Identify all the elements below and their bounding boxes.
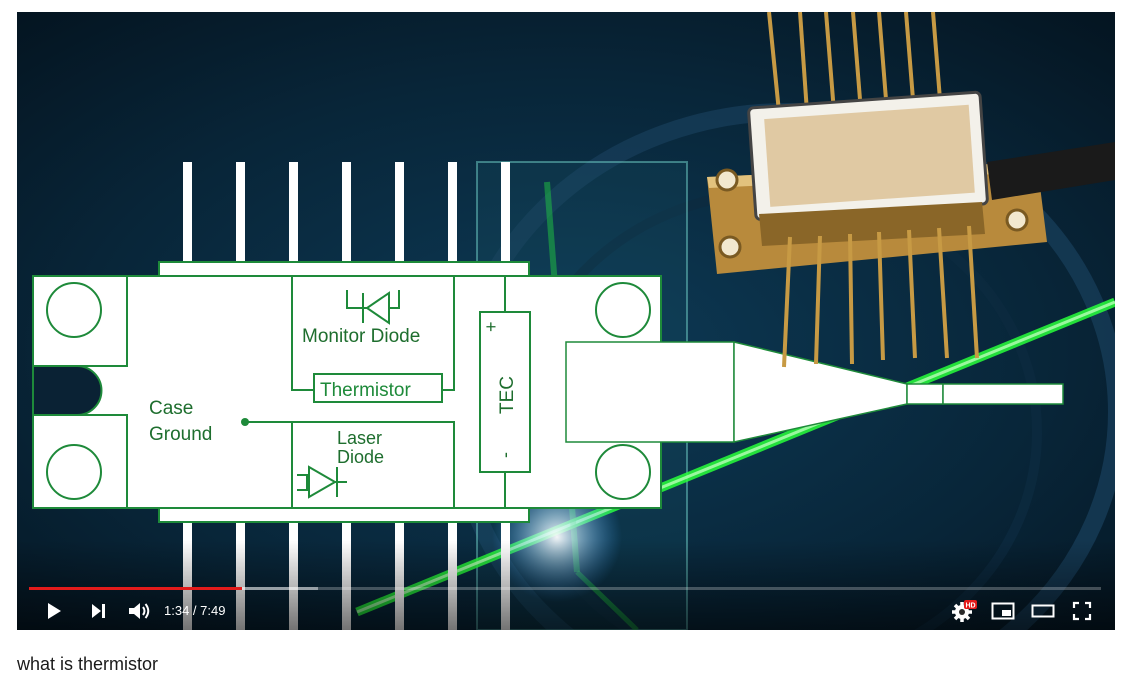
schematic-fiber: [565, 341, 1064, 443]
volume-icon: [129, 603, 150, 619]
label-thermistor: Thermistor: [320, 380, 411, 401]
next-icon: [92, 604, 105, 618]
play-icon: [48, 603, 61, 619]
video-frame[interactable]: Monitor Diode Thermistor Case Ground Las…: [17, 12, 1115, 630]
progress-bar[interactable]: [29, 587, 1101, 591]
theater-mode-button[interactable]: [1027, 596, 1059, 626]
label-monitor-diode: Monitor Diode: [302, 326, 420, 347]
controls-gradient: [17, 540, 1115, 630]
play-button[interactable]: [39, 596, 69, 626]
label-tec: TEC: [497, 376, 518, 414]
duration: 7:49: [200, 603, 226, 618]
settings-icon: HD: [952, 600, 977, 622]
schematic-diagram: [32, 261, 662, 523]
label-ground: Ground: [149, 424, 212, 445]
schematic-labels: Monitor Diode Thermistor Case Ground Las…: [149, 321, 518, 467]
theater-icon: [1031, 604, 1055, 618]
player-controls: 1:34 / 7:49 HD: [17, 596, 1115, 626]
next-button[interactable]: [83, 596, 113, 626]
miniplayer-icon: [991, 602, 1015, 620]
ground-node: [241, 418, 249, 426]
label-diode: Diode: [337, 447, 384, 467]
video-title: what is thermistor: [17, 654, 159, 674]
label-laser: Laser: [337, 428, 382, 448]
hd-badge: HD: [965, 602, 975, 609]
label-tec-minus: -: [495, 452, 515, 458]
miniplayer-button[interactable]: [987, 596, 1019, 626]
time-separator: /: [189, 603, 201, 618]
fullscreen-icon: [1072, 601, 1092, 621]
settings-button[interactable]: HD: [949, 596, 979, 626]
schematic-top-pins: [183, 162, 510, 262]
time-display: 1:34 / 7:49: [164, 602, 225, 620]
progress-played: [29, 587, 243, 590]
label-case: Case: [149, 398, 193, 419]
label-tec-plus: +: [481, 321, 501, 332]
mute-button[interactable]: [123, 596, 157, 626]
fullscreen-button[interactable]: [1067, 596, 1097, 626]
laser-module-photo: [707, 12, 1115, 368]
video-player[interactable]: Monitor Diode Thermistor Case Ground Las…: [17, 12, 1115, 630]
progress-track[interactable]: [29, 587, 1101, 590]
current-time: 1:34: [164, 603, 190, 618]
